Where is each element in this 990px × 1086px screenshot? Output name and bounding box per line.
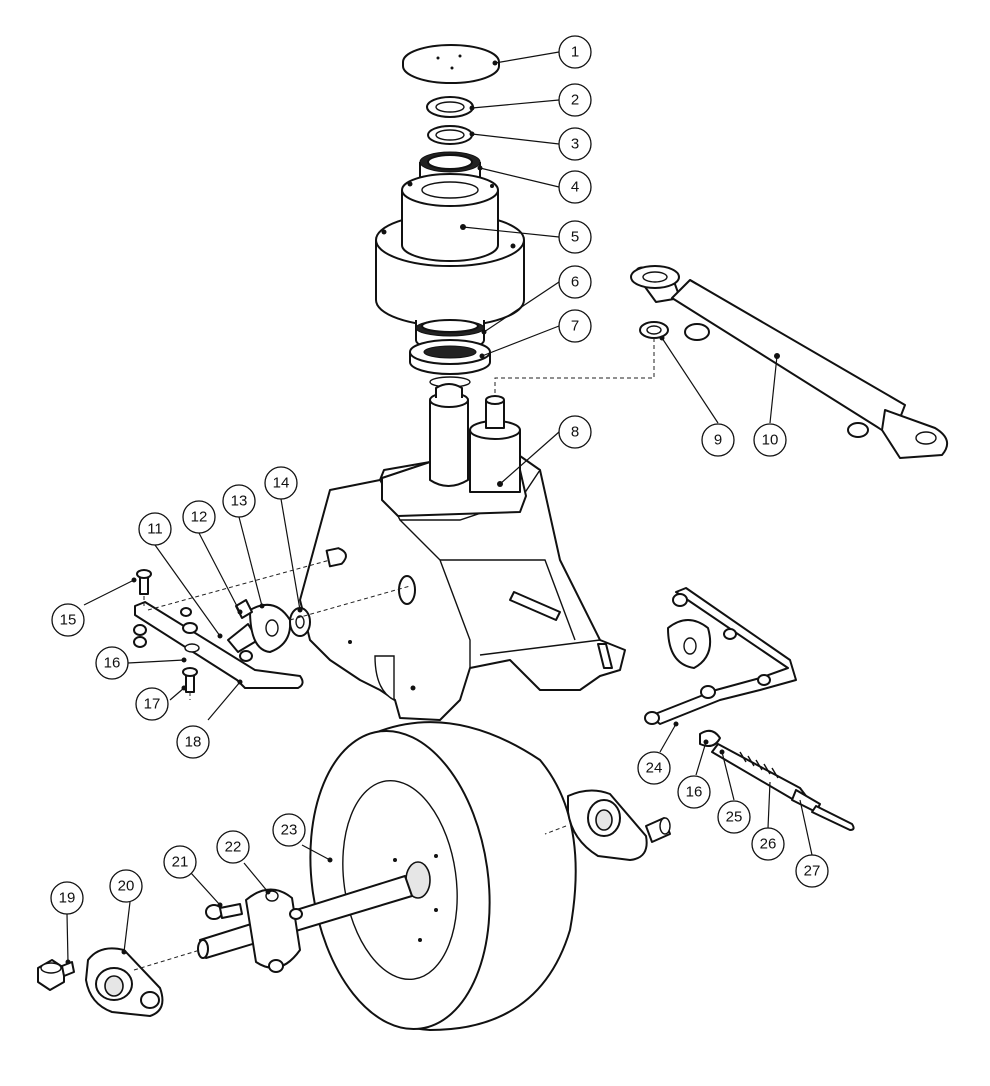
callout-label: 3 — [571, 136, 579, 153]
part-linkage-assembly — [644, 587, 855, 831]
callout-12: 12 — [182, 500, 216, 534]
callout-label: 19 — [59, 890, 76, 907]
part-washer-ring — [427, 125, 473, 145]
part-pivot-housing — [375, 173, 525, 327]
callout-label: 17 — [144, 696, 161, 713]
callout-2: 2 — [558, 83, 592, 117]
callout-14: 14 — [264, 466, 298, 500]
callout-label: 27 — [804, 863, 821, 880]
callout-label: 8 — [571, 424, 579, 441]
callout-label: 22 — [225, 839, 242, 856]
part-lever-assembly — [133, 559, 411, 700]
callout-label: 24 — [646, 760, 663, 777]
callout-label: 14 — [273, 475, 290, 492]
callout-label: 4 — [571, 179, 579, 196]
callout-21: 21 — [163, 845, 197, 879]
callout-label: 18 — [185, 734, 202, 751]
callout-15: 15 — [51, 603, 85, 637]
callout-label: 20 — [118, 878, 135, 895]
callout-label: 16 — [686, 784, 703, 801]
callout-5: 5 — [558, 220, 592, 254]
callout-label: 6 — [571, 274, 579, 291]
callout-label: 12 — [191, 509, 208, 526]
callout-label: 13 — [231, 493, 248, 510]
part-wheel — [309, 721, 577, 1031]
callout-label: 2 — [571, 92, 579, 109]
part-bolt — [37, 959, 75, 991]
callout-8: 8 — [558, 415, 592, 449]
callout-22: 22 — [216, 830, 250, 864]
callout-13: 13 — [222, 484, 256, 518]
callout-label: 15 — [60, 612, 77, 629]
callout-19: 19 — [50, 881, 84, 915]
callout-16-left: 16 — [95, 646, 129, 680]
callout-24: 24 — [637, 751, 671, 785]
callout-label: 25 — [726, 809, 743, 826]
callout-7: 7 — [558, 309, 592, 343]
callout-18: 18 — [176, 725, 210, 759]
callout-6: 6 — [558, 265, 592, 299]
part-cylinder-washer — [494, 321, 669, 395]
callout-9: 9 — [701, 423, 735, 457]
part-left-bearing-flange — [85, 947, 201, 1017]
callout-26: 26 — [751, 827, 785, 861]
callout-label: 26 — [760, 836, 777, 853]
callout-25: 25 — [717, 800, 751, 834]
callout-4: 4 — [558, 170, 592, 204]
part-right-bearing-flange — [544, 789, 671, 861]
callout-label: 1 — [571, 44, 579, 61]
leader-lines — [65, 51, 813, 965]
callout-1: 1 — [558, 35, 592, 69]
callout-label: 9 — [714, 432, 722, 449]
callout-label: 16 — [104, 655, 121, 672]
part-axle-shaft — [197, 875, 413, 973]
part-caster-fork — [299, 383, 626, 721]
part-cover-disc — [402, 44, 500, 84]
callout-label: 23 — [281, 822, 298, 839]
callout-11: 11 — [138, 512, 172, 546]
callout-20: 20 — [109, 869, 143, 903]
part-seal-ring — [426, 96, 474, 118]
callout-23: 23 — [272, 813, 306, 847]
callout-10: 10 — [753, 423, 787, 457]
callout-label: 11 — [147, 521, 163, 538]
callout-17: 17 — [135, 687, 169, 721]
callout-label: 21 — [172, 854, 189, 871]
part-hydraulic-cylinder — [630, 265, 949, 459]
callout-3: 3 — [558, 127, 592, 161]
callout-label: 7 — [571, 318, 579, 335]
callout-16-right: 16 — [677, 775, 711, 809]
callout-label: 10 — [762, 432, 779, 449]
callout-27: 27 — [795, 854, 829, 888]
callout-label: 5 — [571, 229, 579, 246]
part-lower-ring — [409, 339, 491, 388]
